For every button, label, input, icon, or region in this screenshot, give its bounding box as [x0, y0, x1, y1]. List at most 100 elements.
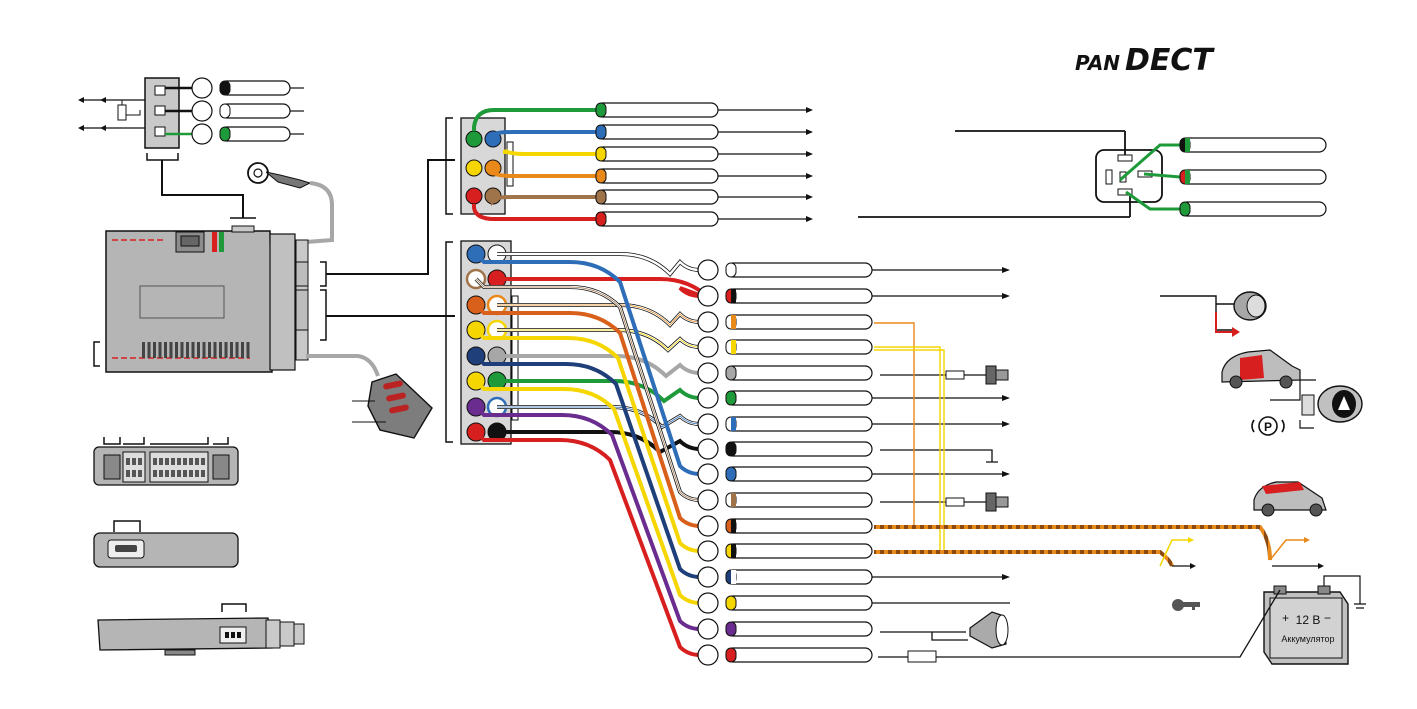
pin [177, 458, 181, 465]
pin [165, 470, 169, 477]
vent-slot [159, 342, 162, 358]
pin [126, 458, 130, 465]
arrow-head [806, 129, 813, 135]
arrow-head [806, 151, 813, 157]
ring-terminal-icon [248, 163, 332, 242]
main-ferrule [698, 645, 718, 665]
pin [153, 470, 157, 477]
battery-minus: − [1324, 611, 1331, 625]
main-ferrule [698, 516, 718, 536]
main-ferrule [698, 312, 718, 332]
service-wires [165, 78, 304, 144]
main-cable-white [726, 493, 872, 507]
arrow-head [806, 173, 813, 179]
pin [177, 470, 181, 477]
vent-slot [181, 342, 184, 358]
temperature-sensor-icon [306, 356, 432, 438]
fuse-icon [908, 651, 936, 662]
battery-voltage: 12 В [1296, 613, 1321, 627]
vent-slot [170, 342, 173, 358]
main-cable-white [726, 315, 872, 329]
service-ferrule [192, 101, 212, 121]
parking-brake-icon: P [1252, 417, 1284, 435]
main-cable-grey [726, 366, 872, 380]
upper-cable-yellow [596, 147, 718, 161]
arrow-head [806, 107, 813, 113]
vent-slot [208, 342, 211, 358]
pin [183, 470, 187, 477]
vent-slot [236, 342, 239, 358]
main-unit [94, 160, 455, 372]
relay-cable-red [1180, 170, 1326, 184]
main-ferrule [698, 541, 718, 561]
main-cable-red [726, 289, 872, 303]
main-cable-white [726, 417, 872, 431]
main-cable-red [726, 648, 872, 662]
main-cable-yellow [726, 544, 872, 558]
main-cable-black [726, 442, 872, 456]
pin [189, 458, 193, 465]
main-ferrule [698, 286, 718, 306]
service-ferrule [192, 124, 212, 144]
arrow-head [1002, 267, 1010, 273]
vent-slot [230, 342, 233, 358]
main-cable-green [726, 391, 872, 405]
service-wire-green [220, 127, 290, 141]
vent-slot [164, 342, 167, 358]
main-cable-purple [726, 622, 872, 636]
pin [138, 470, 142, 477]
vent-slot [175, 342, 178, 358]
vent-slot [247, 342, 250, 358]
vent-slot [225, 342, 228, 358]
upper-cable-brown [596, 190, 718, 204]
upper-wires [474, 103, 813, 226]
pandect-logo: PAN DECT [1075, 43, 1215, 78]
arrow-head [1002, 395, 1010, 401]
upper-wire-yellow [505, 150, 598, 154]
main-cable-darkorange [726, 519, 872, 533]
pin [132, 470, 136, 477]
main-ferrule [698, 593, 718, 613]
relay-cable-green [1180, 202, 1326, 216]
main-cable-navy [726, 570, 872, 584]
vent-slot [192, 342, 195, 358]
upper-wire-blue [493, 132, 598, 139]
pin [171, 470, 175, 477]
arrow-head [806, 194, 813, 200]
main-ferrule [698, 388, 718, 408]
vent-slot [197, 342, 200, 358]
main-ferrule [698, 490, 718, 510]
car-door-icon [1222, 350, 1300, 388]
pin [159, 458, 163, 465]
pin [165, 458, 169, 465]
vent-slot [148, 342, 151, 358]
pin [138, 458, 142, 465]
arrow-head [1002, 421, 1010, 427]
main-cable-white [726, 340, 872, 354]
pin [153, 458, 157, 465]
horn-icon [880, 612, 1008, 648]
service-ferrule [192, 78, 212, 98]
relay-cable-black [1180, 138, 1326, 152]
car-hood-icon [1254, 482, 1326, 516]
service-wire-black [220, 81, 290, 95]
pin-yellow [466, 160, 482, 176]
pin [201, 458, 205, 465]
upper-wire-brown [493, 196, 598, 200]
battery-icon: + − 12 В Аккумулятор [878, 576, 1366, 664]
service-connector [78, 78, 256, 218]
pin-green [466, 131, 482, 147]
pin [126, 470, 130, 477]
main-ferrule [698, 439, 718, 459]
pin [159, 470, 163, 477]
main-cable-white [726, 263, 872, 277]
pin-red [466, 188, 482, 204]
battery-label: Аккумулятор [1281, 634, 1334, 644]
arrow-head [1002, 293, 1010, 299]
main-cable-yellow [726, 596, 872, 610]
vent-slot [153, 342, 156, 358]
main-wires [476, 254, 1010, 665]
main-wire-red [476, 432, 700, 655]
main-ferrule [698, 414, 718, 434]
upper-cable-blue [596, 125, 718, 139]
